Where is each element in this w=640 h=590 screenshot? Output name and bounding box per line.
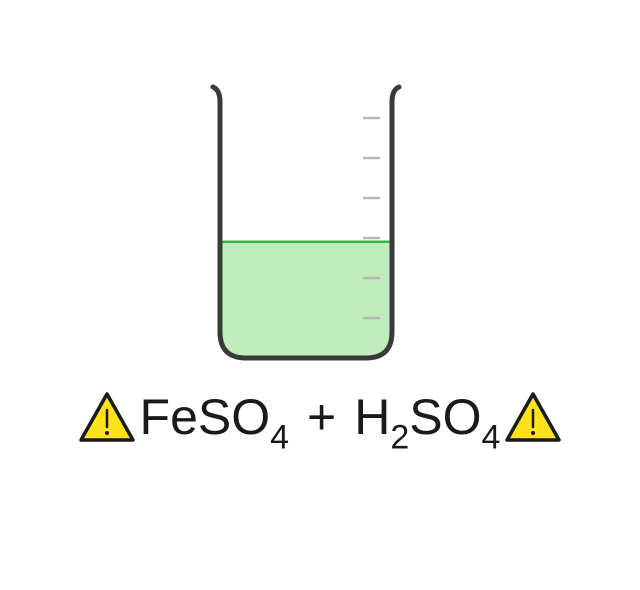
- reactant-2-subscript: 4: [481, 418, 501, 457]
- reactant-2-base: SO: [409, 389, 482, 445]
- warning-triangle-icon: [505, 392, 562, 442]
- liquid: [222, 241, 390, 356]
- beaker-glass: [210, 84, 402, 361]
- graduation-marks: [362, 116, 381, 320]
- plus-operator: +: [307, 389, 337, 445]
- chemical-formula: FeSO4+H2SO4: [139, 389, 501, 454]
- reactant-2-h-subscript: 2: [390, 418, 410, 457]
- chemical-formula-row: FeSO4+H2SO4: [0, 372, 640, 462]
- reactant-2: H2SO4: [354, 389, 500, 454]
- reactant-1-subscript: 4: [270, 418, 290, 457]
- reactant-2-h: H: [354, 389, 391, 445]
- reactant-1: FeSO4: [139, 389, 290, 454]
- reactant-1-base: FeSO: [139, 389, 271, 445]
- warning-triangle-icon: [78, 392, 135, 442]
